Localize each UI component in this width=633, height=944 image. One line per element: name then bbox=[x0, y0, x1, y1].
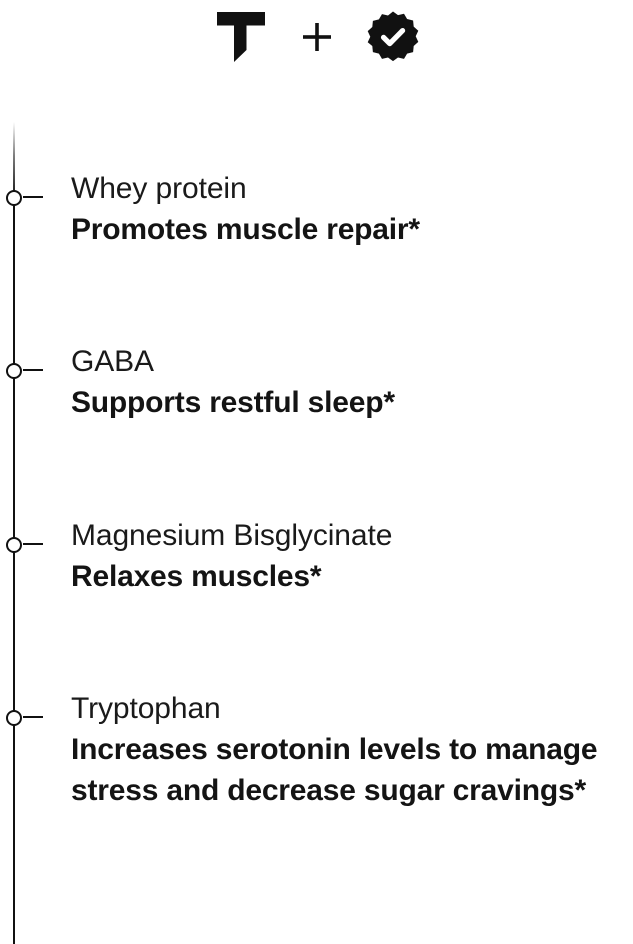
ingredient-text-block: Tryptophan Increases serotonin levels to… bbox=[71, 688, 633, 811]
timeline-rail bbox=[13, 122, 15, 944]
ingredient-text-block: Whey protein Promotes muscle repair* bbox=[71, 168, 633, 250]
timeline-dot-icon bbox=[0, 186, 60, 210]
brand-header bbox=[0, 0, 633, 78]
timeline-dot-icon bbox=[0, 706, 60, 730]
ingredient-name: GABA bbox=[71, 345, 154, 378]
ingredient-benefit: Increases serotonin levels to manage str… bbox=[71, 733, 598, 807]
ingredient-name: Whey protein bbox=[71, 172, 247, 205]
timeline-dot-icon bbox=[0, 359, 60, 383]
brand-t-logo-icon bbox=[215, 10, 267, 69]
ingredient-benefit: Relaxes muscles* bbox=[71, 560, 322, 593]
ingredient-benefit: Supports restful sleep* bbox=[71, 386, 395, 419]
ingredient-name: Tryptophan bbox=[71, 692, 221, 725]
ingredient-text-block: Magnesium Bisglycinate Relaxes muscles* bbox=[71, 515, 633, 597]
timeline-dot-icon bbox=[0, 533, 60, 557]
ingredient-benefit: Promotes muscle repair* bbox=[71, 213, 420, 246]
plus-icon bbox=[301, 21, 333, 58]
ingredient-text-block: GABA Supports restful sleep* bbox=[71, 341, 633, 423]
verified-badge-icon bbox=[367, 11, 419, 68]
ingredient-name: Magnesium Bisglycinate bbox=[71, 519, 393, 552]
